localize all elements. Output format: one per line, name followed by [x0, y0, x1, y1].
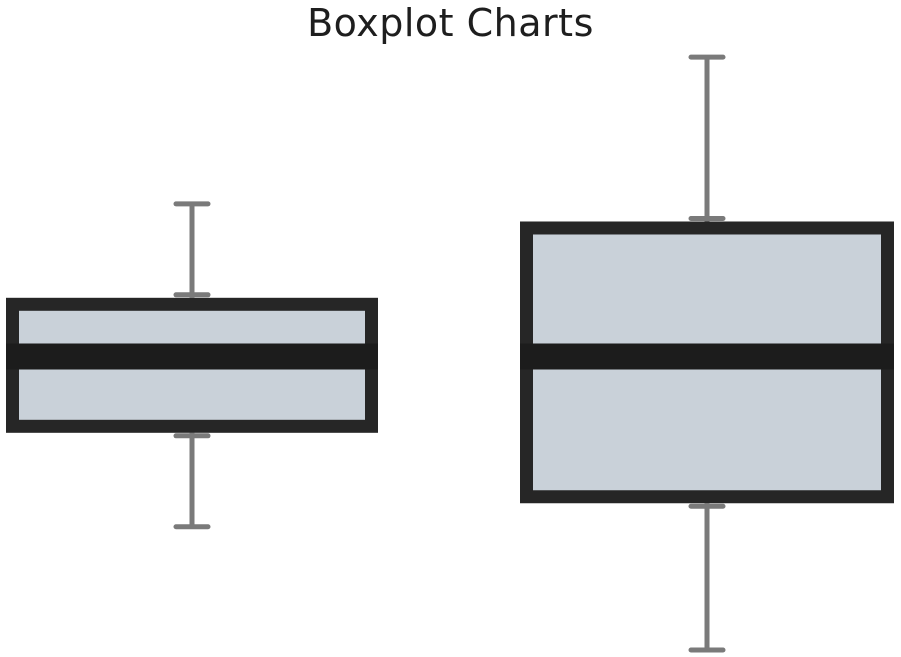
- median-line-1: [6, 343, 378, 370]
- median-line-2: [520, 343, 894, 370]
- chart-title: Boxplot Charts: [307, 1, 594, 45]
